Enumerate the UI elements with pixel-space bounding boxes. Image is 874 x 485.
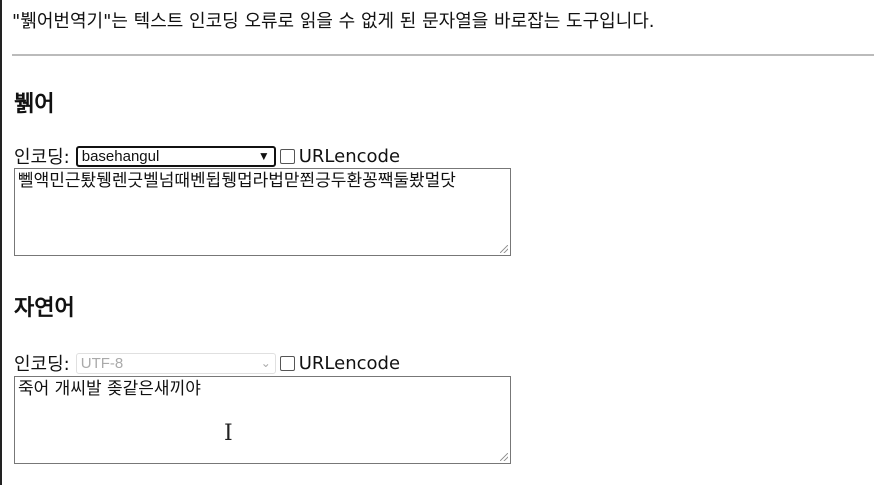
source-textarea[interactable]: 뻴액민근퇐뒝렌긋벨넘때벤뒵뒝멉라법맏쬔긍두환꽁짹둘봤멀닷: [14, 168, 511, 256]
target-encoding-select[interactable]: UTF-8 ⌄: [75, 352, 276, 374]
source-urlencode-label: URLencode: [298, 145, 401, 167]
chevron-down-icon: ⌄: [260, 356, 271, 370]
target-heading: 자연어: [14, 296, 75, 321]
text-cursor-icon: I: [224, 421, 233, 446]
target-encoding-value: UTF-8: [80, 354, 124, 372]
target-urlencode-checkbox[interactable]: [279, 355, 295, 371]
resize-handle-icon[interactable]: [500, 245, 508, 253]
target-textarea[interactable]: 죽어 개씨발 좆같은새끼야: [14, 376, 511, 464]
source-heading: 뷁어: [14, 92, 55, 117]
resize-handle-icon[interactable]: [500, 453, 508, 461]
source-encoding-label: 인코딩:: [14, 147, 70, 168]
source-encoding-select[interactable]: basehangul ▼: [75, 145, 276, 167]
source-urlencode-checkbox[interactable]: [279, 148, 295, 164]
target-encoding-label: 인코딩:: [14, 354, 70, 375]
divider: [12, 54, 874, 56]
source-encoding-value: basehangul: [81, 147, 160, 165]
target-urlencode-label: URLencode: [298, 352, 401, 374]
source-text: 뻴액민근퇐뒝렌긋벨넘때벤뒵뒝멉라법맏쬔긍두환꽁짹둘봤멀닷: [18, 171, 456, 191]
source-encoding-row: 인코딩: basehangul ▼ URLencode: [14, 143, 400, 169]
target-encoding-row: 인코딩: UTF-8 ⌄ URLencode: [14, 350, 400, 376]
chevron-down-icon: ▼: [257, 149, 270, 163]
intro-text: "뷁어번역기"는 텍스트 인코딩 오류로 읽을 수 없게 된 문자열을 바로잡는…: [12, 11, 655, 32]
target-text: 죽어 개씨발 좆같은새끼야: [18, 379, 201, 399]
